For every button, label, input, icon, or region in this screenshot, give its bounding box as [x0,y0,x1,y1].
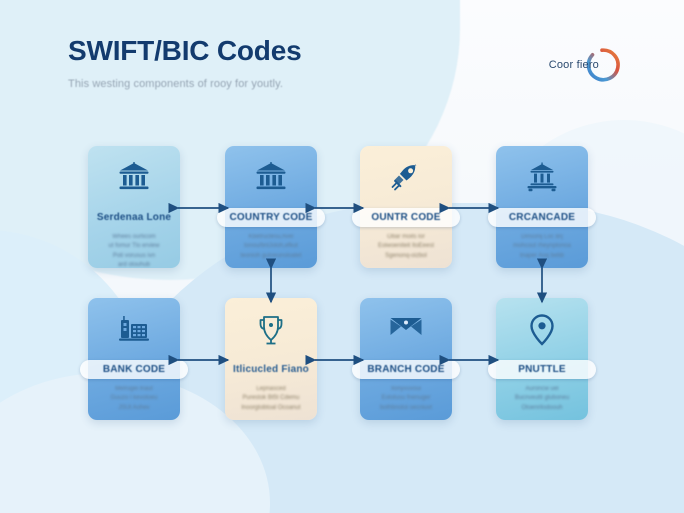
trophy-cup-icon [225,314,317,346]
flow-card-body-line: Kbetructesu,hvel [248,234,294,240]
flow-card-body-line: Auroncw uel [525,386,559,392]
flow-card-body: Kbetructesu,hvel tonou/bnlJoloh,efkut te… [231,233,311,261]
flow-card-body-line: bothbnotoi oecniuvt [379,404,433,411]
flow-card-pnuttle[interactable]: PNUTTLE Auroncw uel Bucnveutti gluboneu … [488,298,596,420]
office-building-icon [88,314,180,344]
flow-card-body-line: Obar moits lor [387,234,425,240]
flow-card-title: OUNTR CODE [371,212,441,223]
flow-card-body-line: Poti vorusus ivn [112,252,156,259]
flow-card-title-chip: Itlicucled Fiano [217,360,325,379]
flow-card-body-line: Bucnveutti gluboneu [514,395,570,402]
flow-card-title-chip: Serdenaa Lone [80,208,188,227]
flow-card-body-line: Purestok Bt5t Cdemu [242,395,300,402]
flow-card-title-chip: PNUTTLE [488,360,596,379]
flow-card-body-line: Guuzo I kevotoeu [110,395,158,402]
flow-card-title-chip: OUNTR CODE [352,208,460,227]
flow-card-body-line: tnaper Aoq bebb [519,252,565,259]
flow-card-branch-code[interactable]: BRANCH CODE Ilonyvuvoui Eototusu fnenuge… [352,298,460,420]
header: SWIFT/BIC Codes This westing components … [68,35,302,90]
flow-card-title: BRANCH CODE [367,364,445,375]
flow-card-ountr-code[interactable]: OUNTR CODE Obar moits lor Eoiwoeniteit I… [352,146,460,268]
flow-card-title-chip: COUNTRY CODE [217,208,325,227]
flow-card-title: COUNTRY CODE [229,212,313,223]
flow-card-serdenaa-lone[interactable]: Serdenaa Lone Whees ourticom ut fomur Tl… [88,146,180,268]
flow-card-title: Serdenaa Lone [96,212,172,223]
flow-card-body: Obar moits lor Eoiwoeniteit ItoEeest Sge… [366,233,446,261]
flow-card-body-line: Eototusu fnenuger [381,395,431,402]
flow-card-crcancade[interactable]: CRCANCADE Dinsonij Loc Brj mohcout rheyn… [488,146,596,268]
paper-plane-icon [360,314,452,340]
flow-card-title: PNUTTLE [518,364,566,375]
flow-card-body-line: ard otouhub [117,261,151,268]
flow-card-title-chip: CRCANCADE [488,208,596,227]
flow-card-title-chip: BANK CODE [80,360,188,379]
rocket-plug-icon [360,162,452,192]
page-subtitle: This westing components of rooy for yout… [68,77,284,90]
flow-card-itlicucled-fiano[interactable]: Itlicucled Fiano Lepnasced Purestok Bt5t… [225,298,317,420]
flow-card-body-line: JSUt Aohev [118,404,150,411]
flow-card-body: Dinsonij Loc Brj mohcout rheynplonoa tna… [502,233,582,261]
flow-card-body-line: Melrugei lnaut [115,386,153,392]
page-title: SWIFT/BIC Codes [68,35,302,66]
flow-card-title: CRCANCADE [508,212,576,223]
flow-card-body: Lepnasced Purestok Bt5t Cdemu lnoorgtobt… [231,385,311,413]
flow-card-bank-code[interactable]: BANK CODE Melrugei lnaut Guuzo I kevotoe… [80,298,188,420]
flow-card-body-line: Whees ourticom [112,234,156,240]
flow-card-body-line: tonou/bnlJoloh,efkut [244,243,298,250]
flow-card-body-line: Sgenonq-oizbol [385,252,427,259]
bank-classical-icon [225,162,317,192]
flow-card-body-line: Eoiwoeniteit ItoEeest [377,243,435,250]
flow-card-body-line: Otoenrilodoouh [521,404,563,411]
circular-ring-logo-icon [582,45,622,85]
bank-columned-icon [496,162,588,192]
map-pin-icon [496,314,588,346]
bank-classical-icon [88,162,180,192]
flow-card-title: Itlicucled Fiano [233,364,309,375]
flow-card-title-chip: BRANCH CODE [352,360,460,379]
flow-card-body: Whees ourticom ut fomur Tlo erview Poti … [94,233,174,270]
flow-card-body: Auroncw uel Bucnveutti gluboneu Otoenril… [502,385,582,413]
flow-card-body-line: mohcout rheynplonoa [513,243,571,250]
flow-card-body-line: lnoorgtobtoal Ocoanut [241,404,301,411]
flow-card-body: Melrugei lnaut Guuzo I kevotoeu JSUt Aoh… [94,385,174,413]
flow-card-body: Ilonyvuvoui Eototusu fnenuger bothbnotoi… [366,385,446,413]
flow-card-title: BANK CODE [102,364,166,375]
brand-name: Coor fiero [548,59,599,71]
flow-card-body-line: Dinsonij Loc Brj [521,234,563,240]
flow-card-body-line: Ilonyvuvoui [390,386,422,392]
flow-card-body-line: Lepnasced [256,386,286,392]
flow-card-body-line: ut fomur Tlo erview [108,243,160,250]
flow-card-body-line: teonioh gutoeunoloatet [240,252,302,259]
flow-card-country-code[interactable]: COUNTRY CODE Kbetructesu,hvel tonou/bnlJ… [217,146,325,268]
brand-logo: Coor fiero [549,45,622,85]
